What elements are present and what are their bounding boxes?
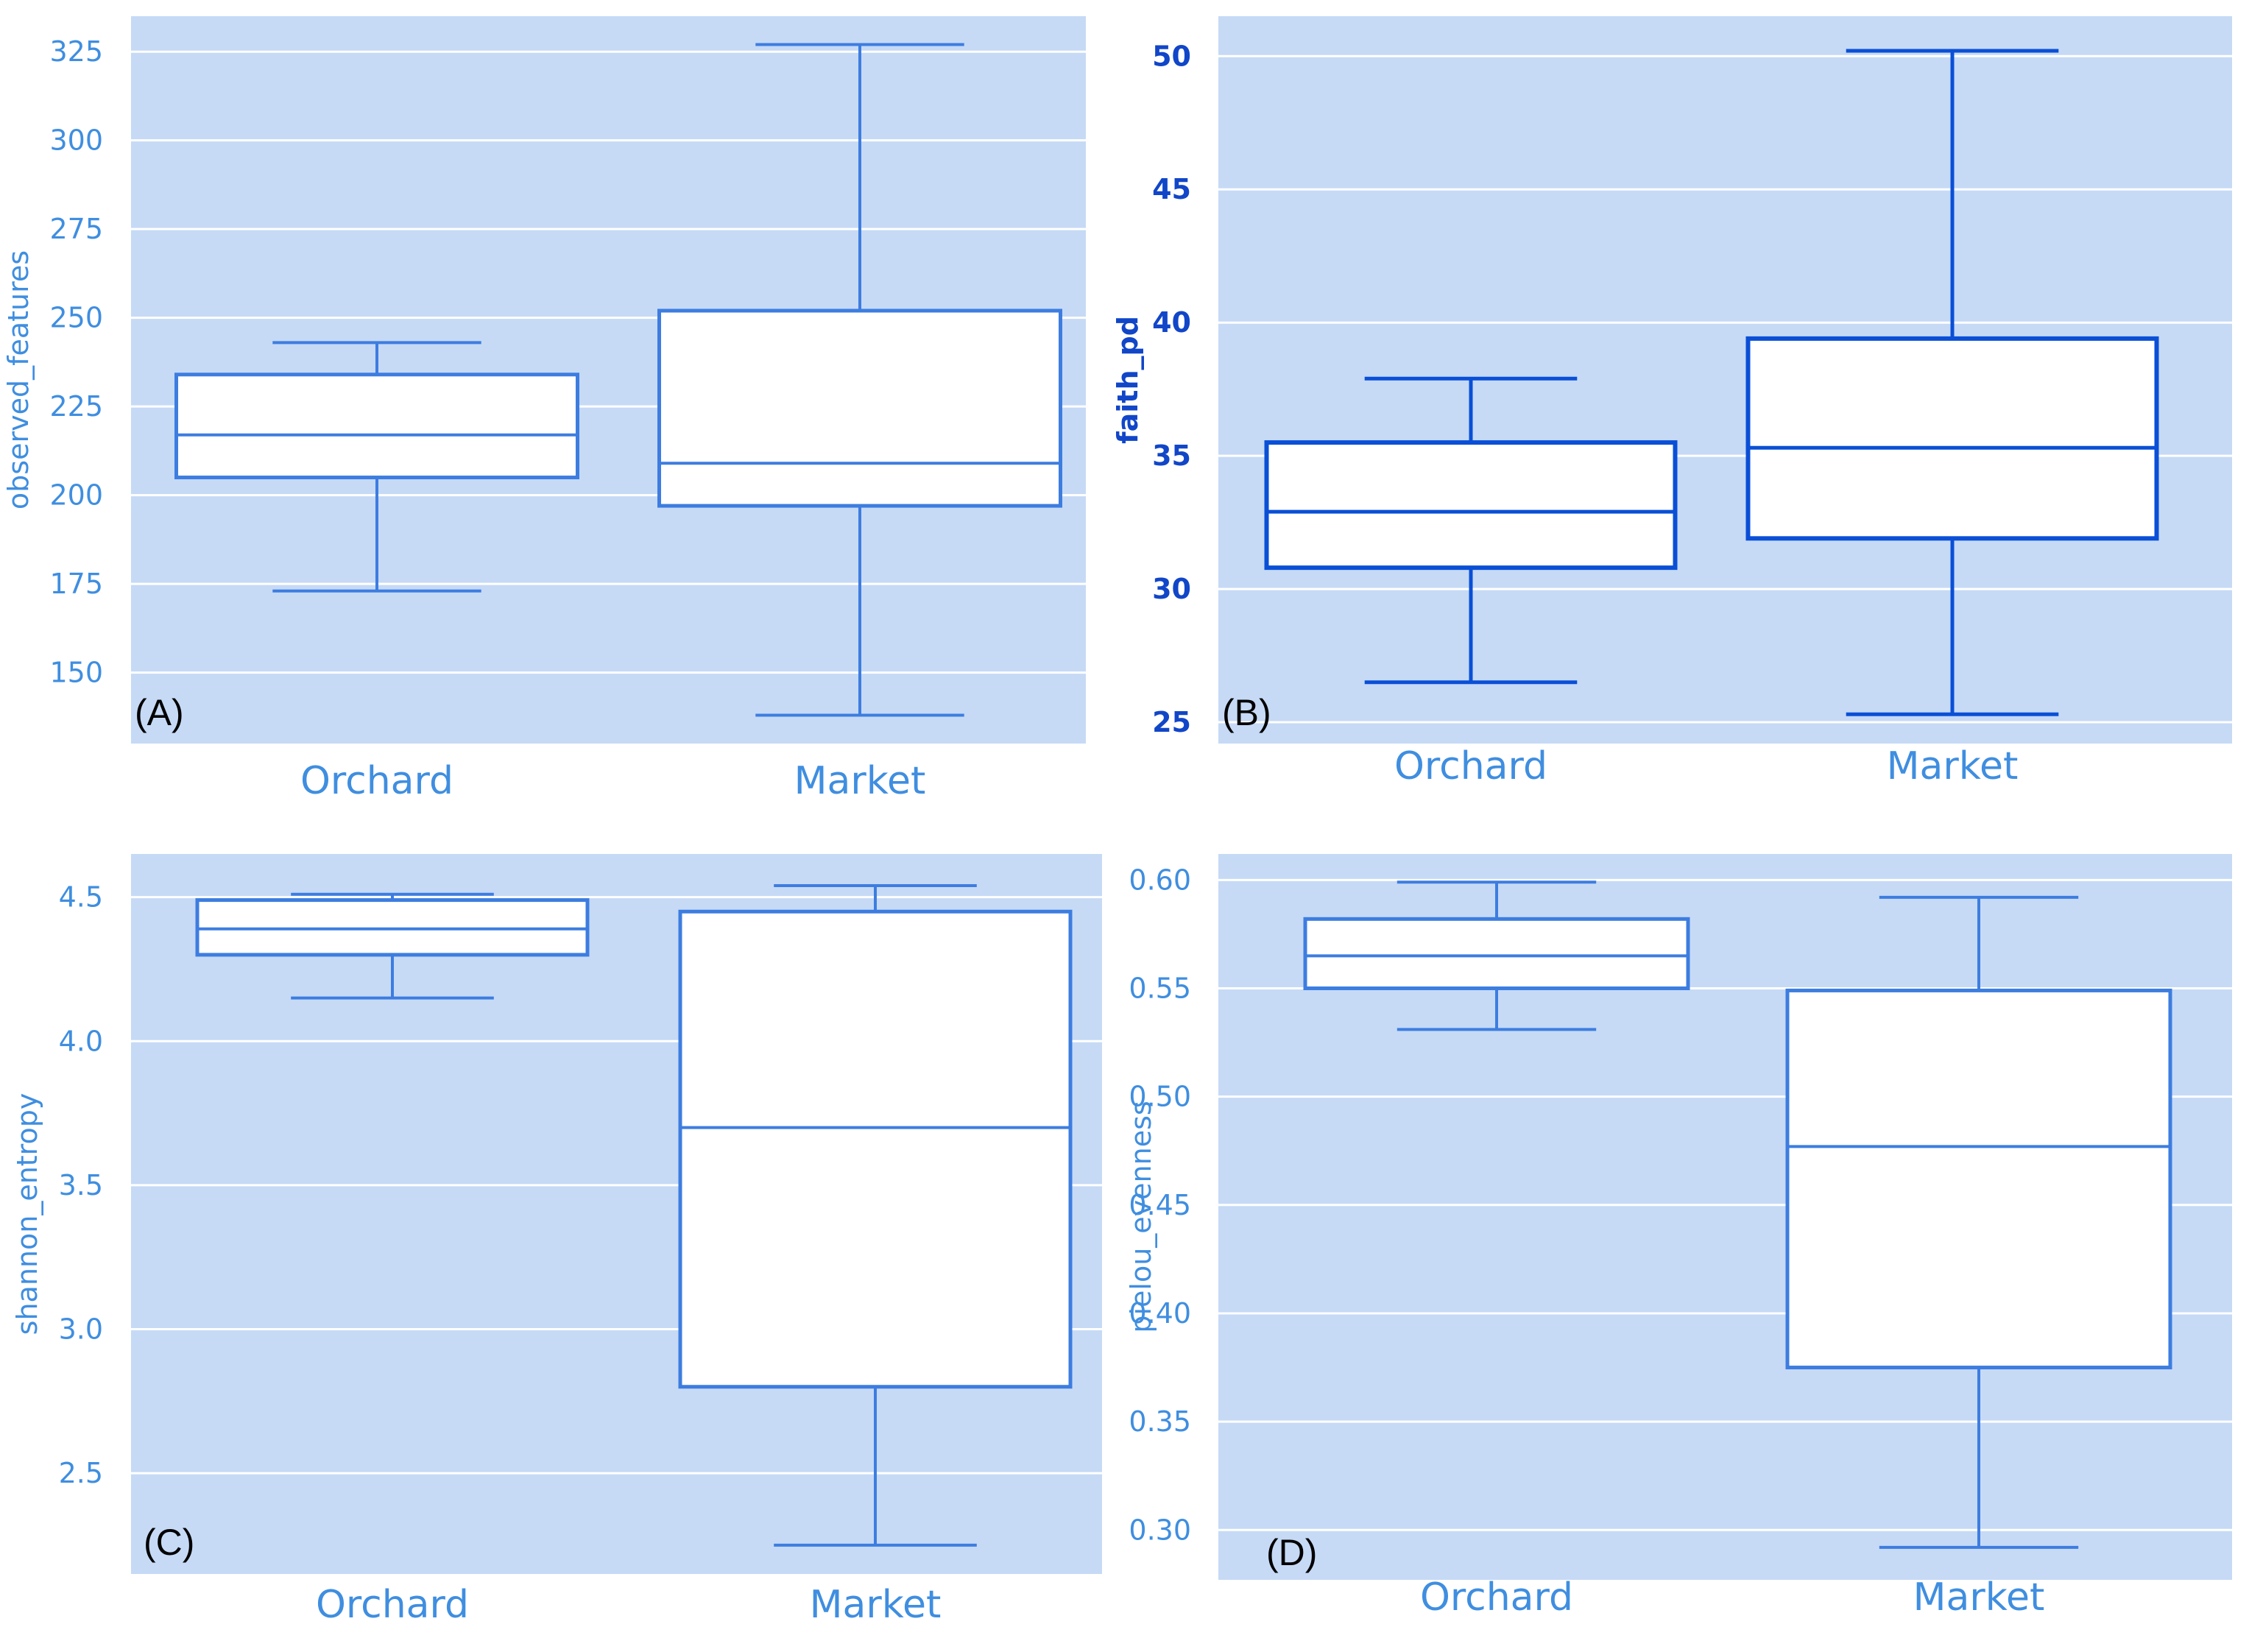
box-orchard xyxy=(1303,880,1690,1031)
y-tick-label: 325 xyxy=(49,35,103,68)
y-axis-label: observed_features xyxy=(2,250,35,509)
y-tick-label: 30 xyxy=(1152,573,1191,605)
y-tick-label: 50 xyxy=(1152,40,1191,72)
x-category-label: Orchard xyxy=(1394,744,1547,788)
y-tick-label: 0.30 xyxy=(1129,1514,1191,1546)
box-orchard xyxy=(195,892,590,1000)
y-tick-label: 0.45 xyxy=(1129,1189,1191,1221)
y-tick-label: 0.40 xyxy=(1129,1297,1191,1330)
y-axis-label: faith_pd xyxy=(1112,316,1144,444)
iqr-box xyxy=(678,909,1073,1389)
y-tick-label: 2.5 xyxy=(59,1457,103,1489)
y-tick-label: 0.35 xyxy=(1129,1405,1191,1438)
y-tick-label: 300 xyxy=(49,124,103,157)
x-category-label: Market xyxy=(794,759,926,803)
chart-panel-a: 150 175 200 225 250 275 300 325 observed_feature… xyxy=(2,16,1086,803)
iqr-box xyxy=(657,308,1062,508)
x-category-label: Market xyxy=(1887,744,2019,788)
panel-label: (D) xyxy=(1266,1532,1317,1573)
y-tick-label: 200 xyxy=(49,479,103,512)
iqr-box xyxy=(1303,917,1690,990)
iqr-box xyxy=(1785,988,2172,1370)
box-market xyxy=(1745,49,2159,716)
y-tick-label: 3.5 xyxy=(59,1169,103,1201)
box-orchard xyxy=(174,341,579,593)
x-category-label: Orchard xyxy=(1420,1575,1573,1620)
y-tick-label: 275 xyxy=(49,213,103,245)
y-tick-label: 25 xyxy=(1152,706,1191,738)
panel-label: (A) xyxy=(135,692,184,733)
y-tick-label: 0.55 xyxy=(1129,972,1191,1004)
y-axis-label: shannon_entropy xyxy=(11,1093,43,1335)
y-tick-label: 45 xyxy=(1152,173,1191,205)
box-market xyxy=(657,43,1062,717)
iqr-box xyxy=(1264,440,1678,571)
box-market xyxy=(678,884,1073,1547)
chart-panel-d: 0.30 0.35 0.40 0.45 0.50 0.55 0.60 pielou_evenn… xyxy=(1125,854,2232,1620)
y-axis-label: pielou_evenness xyxy=(1125,1101,1157,1332)
y-tick-label: 3.0 xyxy=(59,1313,103,1345)
y-tick-label: 0.60 xyxy=(1129,864,1191,896)
y-tick-label: 0.50 xyxy=(1129,1081,1191,1113)
panel-label: (C) xyxy=(144,1522,194,1563)
y-tick-label: 175 xyxy=(49,568,103,600)
panel-label: (B) xyxy=(1222,692,1271,733)
y-tick-label: 225 xyxy=(49,390,103,423)
y-tick-label: 40 xyxy=(1152,306,1191,339)
y-tick-label: 250 xyxy=(49,302,103,334)
y-tick-label: 35 xyxy=(1152,440,1191,472)
y-tick-label: 150 xyxy=(49,657,103,689)
box-market xyxy=(1785,895,2172,1549)
y-tick-label: 4.0 xyxy=(59,1025,103,1057)
x-category-label: Orchard xyxy=(316,1583,469,1627)
y-tick-label: 4.5 xyxy=(59,881,103,914)
iqr-box xyxy=(174,373,579,480)
box-orchard xyxy=(1264,376,1678,685)
x-category-label: Market xyxy=(810,1583,942,1627)
iqr-box xyxy=(1745,336,2159,541)
x-category-label: Market xyxy=(1913,1575,2045,1620)
x-category-label: Orchard xyxy=(300,759,453,803)
